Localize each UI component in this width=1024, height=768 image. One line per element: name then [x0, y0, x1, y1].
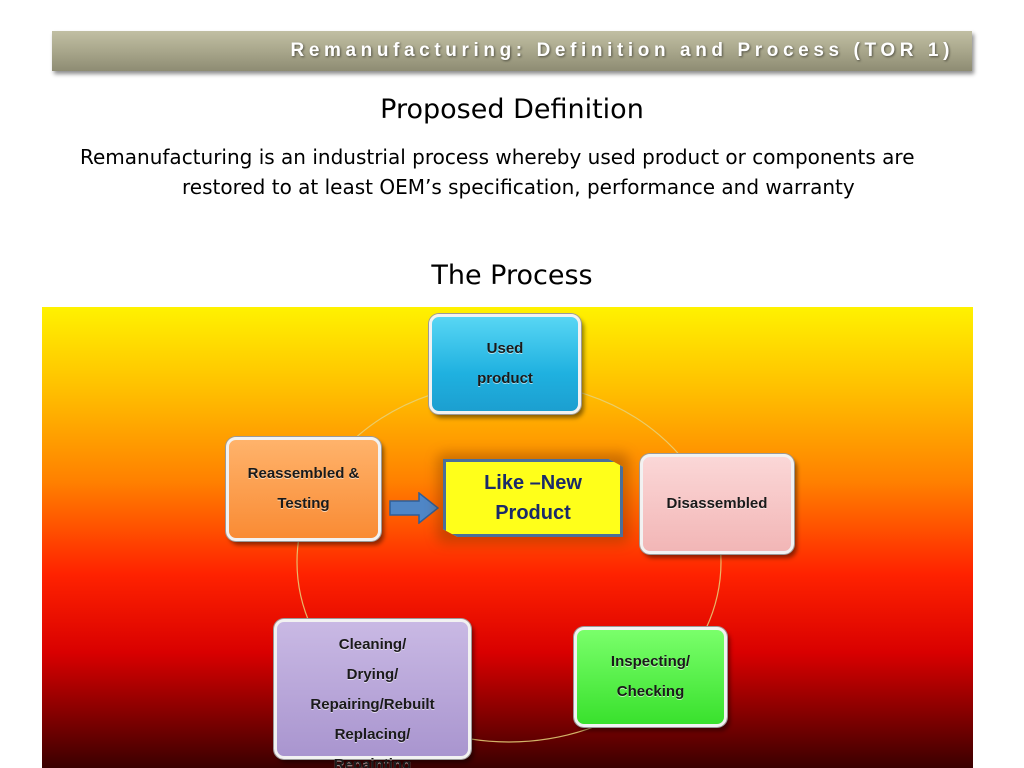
step-reassembled-line-2: Testing: [277, 495, 330, 512]
step-used-product: Used product: [429, 314, 581, 414]
right-arrow-icon: [389, 492, 439, 524]
title-bar: Remanufacturing: Definition and Process …: [52, 31, 972, 71]
step-used-line-1: Used: [486, 340, 524, 357]
slide-title: Remanufacturing: Definition and Process …: [290, 40, 954, 61]
definition-line-2: restored to at least OEM’s specification…: [182, 175, 855, 199]
definition-text: Remanufacturing is an industrial process…: [80, 142, 960, 202]
step-cleaning-line-2: Drying/: [346, 666, 399, 683]
step-inspecting-line-1: Inspecting/: [610, 653, 691, 670]
step-disassembled-label: Disassembled: [666, 495, 768, 512]
process-diagram: Used product Disassembled Inspecting/ Ch…: [42, 307, 973, 768]
step-reassembled-line-1: Reassembled &: [247, 465, 360, 482]
step-used-line-2: product: [477, 370, 533, 387]
step-reassembled-testing: Reassembled & Testing: [226, 437, 381, 541]
step-cleaning-line-1: Cleaning/: [338, 636, 407, 653]
center-line-2: Product: [495, 502, 571, 524]
step-cleaning-line-3: Repairing/Rebuilt: [310, 696, 435, 713]
step-inspecting-checking: Inspecting/ Checking: [574, 627, 727, 727]
step-cleaning-line-5: Repainting: [333, 756, 412, 768]
center-line-1: Like –New: [484, 472, 582, 494]
definition-heading: Proposed Definition: [380, 94, 644, 125]
step-cleaning-repairing: Cleaning/ Drying/ Repairing/Rebuilt Repl…: [274, 619, 471, 768]
step-cleaning-line-4: Replacing/: [334, 726, 411, 743]
step-inspecting-line-2: Checking: [616, 683, 685, 700]
like-new-product-box: Like –New Product: [443, 459, 623, 537]
process-heading: The Process: [431, 260, 593, 291]
definition-line-1: Remanufacturing is an industrial process…: [80, 145, 915, 169]
step-disassembled: Disassembled: [640, 454, 794, 554]
